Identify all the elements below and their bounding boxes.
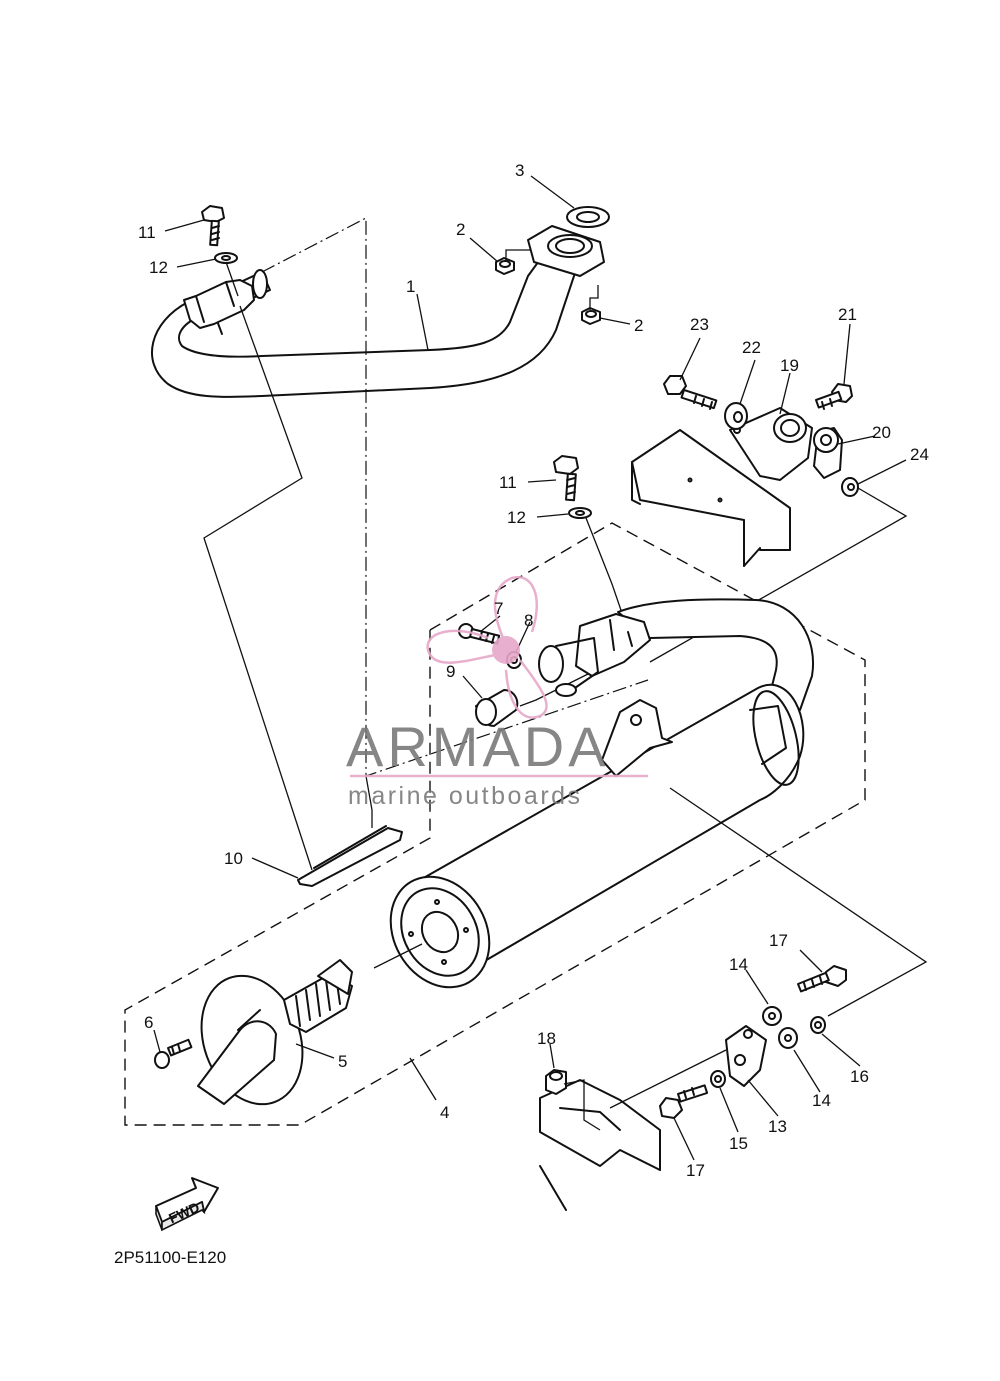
muffler-inlet-pipe [617, 598, 814, 711]
callout-15: 15 [729, 1134, 748, 1153]
muffler-assembly-boundary [124, 522, 866, 1126]
alignment-lines [203, 217, 649, 871]
propeller-blade [504, 659, 548, 719]
callout-22: 22 [742, 338, 761, 357]
gasket-9 [475, 689, 519, 727]
watermark-propeller-logo [426, 575, 548, 719]
watermark: ARMADA marine outboards [346, 575, 648, 810]
bolt-upper [201, 205, 225, 247]
callout-17-lower: 17 [686, 1161, 705, 1180]
frame-bracket-rear [631, 429, 791, 567]
exhaust-gasket [566, 206, 610, 228]
end-cap-5 [197, 959, 353, 1106]
collar-14-upper [762, 1006, 782, 1026]
flange-nut-upper [495, 257, 515, 275]
propeller-blade [426, 629, 501, 664]
diagram-code: 2P51100-E120 [114, 1248, 226, 1267]
callout-leaders [153, 175, 907, 1161]
muffler-mount-tab [601, 699, 673, 777]
callout-24: 24 [910, 445, 929, 464]
callout-2-lower: 2 [634, 316, 643, 335]
callout-11-upper: 11 [138, 223, 156, 242]
callout-11-middle: 11 [499, 473, 517, 492]
callout-5: 5 [338, 1052, 347, 1071]
callout-7: 7 [494, 599, 503, 618]
washer-16 [810, 1016, 826, 1034]
frame-bracket-lower [539, 1079, 661, 1211]
callout-4: 4 [440, 1103, 449, 1122]
callout-10: 10 [224, 849, 243, 868]
damper-20 [813, 427, 843, 479]
callout-23: 23 [690, 315, 709, 334]
callout-17-upper: 17 [769, 931, 788, 950]
pipe-flange [527, 225, 605, 277]
washer-middle [568, 507, 592, 519]
collar-22 [724, 402, 748, 430]
bolt-23 [663, 375, 718, 410]
bolt-6 [154, 1038, 193, 1069]
bolt-17-lower [659, 1084, 709, 1119]
collar-14-lower [778, 1027, 798, 1049]
protector-10 [297, 825, 403, 887]
muffler-bracket-upper [729, 407, 813, 481]
exhaust-pipe-clamp [183, 269, 268, 329]
callout-labels: 1 2 2 3 4 5 6 7 8 9 10 11 11 12 12 13 14… [138, 161, 929, 1180]
inlet-clamp [538, 613, 651, 697]
bolt-17-upper [796, 965, 847, 993]
callout-21: 21 [838, 305, 857, 324]
callout-3: 3 [515, 161, 524, 180]
callout-19: 19 [780, 356, 799, 375]
callout-16: 16 [850, 1067, 869, 1086]
grommet-13 [725, 1025, 767, 1087]
callout-14-upper: 14 [729, 955, 748, 974]
washer-upper [214, 252, 238, 264]
callout-12-middle: 12 [507, 508, 526, 527]
muffler-body [389, 683, 805, 989]
watermark-name: ARMADA [346, 715, 610, 778]
collar-24 [841, 477, 859, 497]
callout-2-upper: 2 [456, 220, 465, 239]
callout-12-upper: 12 [149, 258, 168, 277]
flange-nut-lower [581, 307, 601, 325]
forward-arrow: FWD [155, 1177, 219, 1232]
bolt-middle [553, 455, 579, 502]
watermark-tagline: marine outboards [348, 782, 583, 810]
propeller-blade [493, 575, 539, 641]
callout-9: 9 [446, 662, 455, 681]
callout-13: 13 [768, 1117, 787, 1136]
callout-1: 1 [406, 277, 415, 296]
callout-8: 8 [524, 611, 533, 630]
bolt-21 [815, 383, 853, 410]
washer-15 [710, 1070, 726, 1088]
callout-18: 18 [537, 1029, 556, 1048]
callout-6: 6 [144, 1013, 153, 1032]
callout-20: 20 [872, 423, 891, 442]
nut-18 [545, 1069, 567, 1095]
propeller-hub [492, 636, 520, 664]
callout-14-lower: 14 [812, 1091, 831, 1110]
